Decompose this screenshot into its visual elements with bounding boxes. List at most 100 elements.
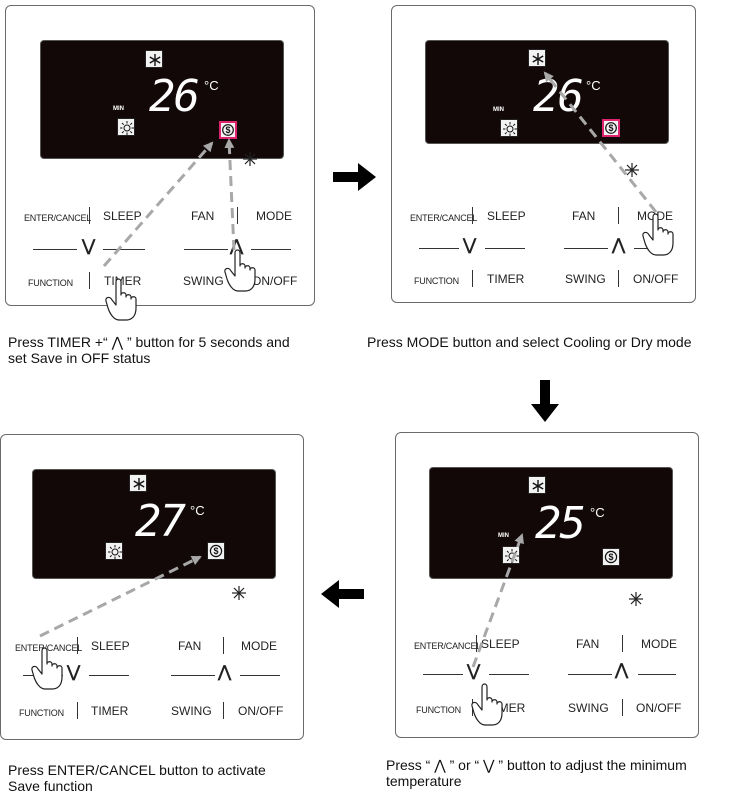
swing-button[interactable]: SWING (183, 274, 224, 288)
step-1-caption: Press TIMER +“ ⋀ ” button for 5 seconds … (8, 334, 290, 366)
divider (622, 699, 623, 716)
sensor-icon (243, 152, 257, 166)
pointing-hand-icon (31, 647, 63, 690)
divider (223, 637, 224, 654)
divider-line (638, 674, 676, 675)
enter-cancel-button[interactable]: ENTER/CANCEL (15, 643, 83, 653)
min-indicator: MIN (498, 533, 509, 539)
on-off-button[interactable]: ON/OFF (238, 704, 284, 718)
up-button[interactable]: ⋀ (615, 662, 629, 679)
lcd-display: MIN 26 °C $ (40, 40, 284, 159)
divider (622, 635, 623, 652)
divider (89, 207, 90, 224)
step-2-caption: Press MODE button and select Cooling or … (367, 334, 692, 350)
mode-button[interactable]: MODE (256, 209, 292, 223)
right-flow-arrow (333, 163, 376, 191)
down-button[interactable]: ⋁ (467, 663, 481, 680)
save-icon: $ (219, 121, 237, 139)
degree-unit: °C (204, 78, 219, 93)
enter-cancel-button[interactable]: ENTER/CANCEL (410, 213, 478, 223)
swing-button[interactable]: SWING (568, 701, 609, 715)
divider (89, 272, 90, 289)
pointing-hand-icon (224, 249, 256, 292)
pointing-hand-icon (105, 278, 137, 321)
svg-text:$: $ (608, 552, 613, 562)
down-button[interactable]: ⋁ (67, 664, 81, 681)
svg-text:$: $ (225, 125, 230, 135)
sleep-button[interactable]: SLEEP (487, 209, 526, 223)
mode-button[interactable]: MODE (641, 637, 677, 651)
sensor-icon (629, 592, 643, 606)
timer-button[interactable]: TIMER (487, 272, 525, 286)
save-icon: $ (602, 548, 620, 566)
svg-text:$: $ (213, 546, 218, 556)
on-off-button[interactable]: ON/OFF (636, 701, 682, 715)
enter-cancel-button[interactable]: ENTER/CANCEL (414, 641, 482, 651)
min-indicator: MIN (493, 107, 504, 113)
up-button[interactable]: ⋀ (218, 664, 232, 681)
divider (472, 207, 473, 224)
divider (77, 702, 78, 719)
divider-line (103, 249, 145, 250)
mode-button[interactable]: MODE (241, 639, 277, 653)
snowflake-icon (528, 476, 546, 494)
fan-button[interactable]: FAN (191, 209, 215, 223)
save-icon: $ (602, 119, 620, 137)
divider-line (89, 675, 129, 676)
left-flow-arrow (321, 580, 364, 608)
svg-text:$: $ (608, 123, 613, 133)
up-button[interactable]: ⋀ (612, 237, 626, 254)
divider-line (423, 674, 463, 675)
sleep-button[interactable]: SLEEP (91, 639, 130, 653)
pointing-hand-icon (642, 213, 674, 256)
dashed-arrow (224, 138, 236, 251)
temperature-readout: 27 (135, 496, 186, 547)
timer-button[interactable]: TIMER (104, 274, 142, 288)
fan-button[interactable]: FAN (178, 639, 202, 653)
dashed-arrow (543, 71, 658, 213)
function-button[interactable]: FUNCTION (416, 705, 461, 715)
sensor-icon (625, 163, 639, 177)
function-button[interactable]: FUNCTION (414, 276, 459, 286)
function-button[interactable]: FUNCTION (28, 278, 73, 288)
degree-unit: °C (586, 78, 601, 93)
swing-button[interactable]: SWING (171, 704, 212, 718)
enter-cancel-button[interactable]: ENTER/CANCEL (24, 213, 92, 223)
snowflake-icon (145, 50, 163, 68)
down-button[interactable]: ⋁ (82, 238, 96, 255)
function-button[interactable]: FUNCTION (19, 708, 64, 718)
sleep-button[interactable]: SLEEP (481, 637, 520, 651)
on-off-button[interactable]: ON/OFF (633, 272, 679, 286)
divider-line (485, 248, 525, 249)
divider-line (184, 249, 228, 250)
divider-line (419, 248, 459, 249)
fan-button[interactable]: FAN (576, 637, 600, 651)
sensor-icon (232, 586, 246, 600)
lcd-display: 27 °C $ (32, 469, 276, 579)
sun-icon (105, 542, 123, 560)
divider-line (240, 675, 280, 676)
divider-line (171, 675, 215, 676)
on-off-button[interactable]: ON/OFF (252, 274, 298, 288)
divider-line (251, 249, 291, 250)
swing-button[interactable]: SWING (565, 272, 606, 286)
temperature-readout: 25 (535, 498, 586, 549)
sleep-button[interactable]: SLEEP (103, 209, 142, 223)
temperature-readout: 26 (149, 71, 200, 122)
divider (476, 635, 477, 652)
sun-icon (117, 118, 135, 136)
degree-unit: °C (590, 505, 605, 520)
divider (223, 702, 224, 719)
dashed-arrow (471, 533, 524, 668)
timer-button[interactable]: TIMER (91, 704, 129, 718)
snowflake-icon (129, 474, 147, 492)
divider (618, 207, 619, 224)
divider (472, 270, 473, 287)
fan-button[interactable]: FAN (572, 209, 596, 223)
sun-icon (500, 119, 518, 137)
down-button[interactable]: ⋁ (463, 237, 477, 254)
step-3-caption: Press “ ⋀ ” or “ ⋁ ” button to adjust th… (386, 757, 687, 789)
pointing-hand-icon (471, 683, 503, 726)
save-icon: $ (207, 542, 225, 560)
